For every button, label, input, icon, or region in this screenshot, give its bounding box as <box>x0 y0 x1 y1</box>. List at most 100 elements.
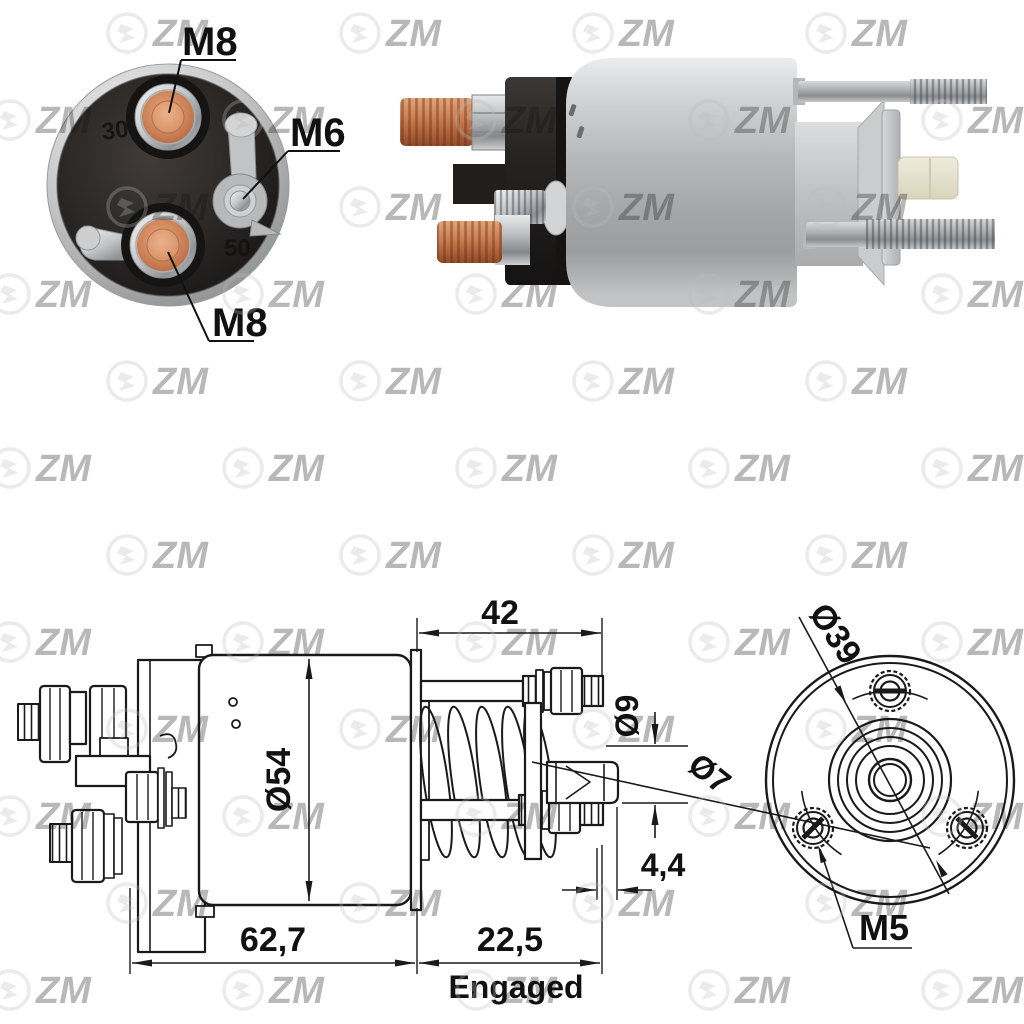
drawing-spring-retainer <box>523 701 543 861</box>
mounting-stud-bottom <box>803 219 995 249</box>
drawing-body <box>195 644 413 918</box>
m8-top-label: M8 <box>182 20 238 64</box>
zm-watermark: ZM <box>222 969 325 1012</box>
zm-watermark: ZM <box>688 969 791 1012</box>
zm-watermark: ZM <box>339 186 442 229</box>
zm-watermark: ZM <box>222 447 325 490</box>
zm-watermark: ZM <box>805 12 908 55</box>
side-drawing-dimensions <box>129 618 688 974</box>
terminal-50-marking: 50 <box>224 235 251 262</box>
svg-text:ZM: ZM <box>967 100 1024 142</box>
svg-text:ZM: ZM <box>851 187 908 229</box>
zm-watermark: ZM <box>921 621 1024 664</box>
svg-text:ZM: ZM <box>618 535 675 577</box>
zm-watermark: ZM <box>106 186 209 229</box>
dim-pin-offset: 4,4 <box>641 847 686 883</box>
svg-text:ZM: ZM <box>152 883 209 925</box>
zm-watermark: ZM <box>106 534 209 577</box>
svg-text:ZM: ZM <box>35 970 92 1012</box>
dim-stud-length: 42 <box>481 594 519 632</box>
svg-text:ZM: ZM <box>152 535 209 577</box>
plunger-tip <box>897 156 959 200</box>
zm-watermark: ZM <box>572 534 675 577</box>
svg-text:ZM: ZM <box>385 361 442 403</box>
zm-watermark: ZM <box>106 360 209 403</box>
svg-text:ZM: ZM <box>851 709 908 751</box>
zm-watermark: ZM <box>688 795 791 838</box>
m5-hole-left <box>791 806 835 850</box>
svg-text:ZM: ZM <box>385 709 442 751</box>
zm-watermark: ZM <box>455 795 558 838</box>
svg-text:ZM: ZM <box>851 361 908 403</box>
drawing-flange <box>409 648 423 912</box>
svg-text:ZM: ZM <box>967 448 1024 490</box>
zm-watermark: ZM <box>339 534 442 577</box>
zm-watermark: ZM <box>0 621 92 664</box>
zm-watermark: ZM <box>455 969 558 1012</box>
pin-diameter-leader <box>531 761 931 849</box>
zm-watermark: ZM <box>339 708 442 751</box>
solenoid-body <box>566 58 797 307</box>
svg-text:ZM: ZM <box>851 883 908 925</box>
dim-plunger-od: Ø9 <box>609 695 645 738</box>
m5-hole-right <box>945 806 989 850</box>
zm-watermark: ZM <box>0 969 92 1012</box>
zm-watermark: ZM <box>688 621 791 664</box>
flange-outer-circle <box>764 654 1016 906</box>
svg-text:ZM: ZM <box>268 796 325 838</box>
svg-text:ZM: ZM <box>967 970 1024 1012</box>
svg-text:ZM: ZM <box>385 883 442 925</box>
svg-text:ZM: ZM <box>385 13 442 55</box>
flange-inner-circle <box>772 662 1008 898</box>
zm-watermark: ZM <box>0 795 92 838</box>
body-stamp-mark <box>568 104 577 117</box>
zm-watermark: ZM <box>0 273 92 316</box>
zm-watermark: ZM <box>0 99 92 142</box>
zm-watermark: ZM <box>106 708 209 751</box>
svg-text:ZM: ZM <box>35 622 92 664</box>
bolt-circle-dimension <box>798 616 950 895</box>
m6-washer <box>541 180 571 236</box>
svg-text:ZM: ZM <box>618 709 675 751</box>
svg-text:ZM: ZM <box>268 274 325 316</box>
zm-watermark: ZM <box>572 708 675 751</box>
zm-watermark: ZM <box>805 360 908 403</box>
zm-watermark: ZM <box>222 795 325 838</box>
svg-text:ZM: ZM <box>152 13 209 55</box>
side-view-drawing: 42 Ø54 Ø9 Ø7 4,4 62,7 22,5 Engaged <box>17 594 931 1005</box>
svg-text:ZM: ZM <box>35 796 92 838</box>
motor-strap-tab <box>75 225 101 251</box>
svg-text:ZM: ZM <box>35 448 92 490</box>
dim-travel: 22,5 <box>477 921 543 959</box>
zm-watermark: ZM <box>572 360 675 403</box>
side-view-photo <box>400 58 995 307</box>
m5-leader <box>818 845 912 949</box>
copper-stud-battery-threads <box>400 98 474 146</box>
svg-text:ZM: ZM <box>618 883 675 925</box>
m8-bottom-label: M8 <box>212 301 268 345</box>
dim-pin-od: Ø7 <box>682 746 738 801</box>
boss-circles <box>827 717 953 843</box>
hex-nut <box>471 94 509 151</box>
cap-face-edge <box>56 73 280 297</box>
zm-watermark: ZM <box>921 447 1024 490</box>
zm-watermark: ZM <box>572 186 675 229</box>
m5-hole-top <box>868 669 912 713</box>
zm-watermark: ZM <box>0 447 92 490</box>
svg-text:ZM: ZM <box>501 970 558 1012</box>
zm-watermark: ZM <box>921 795 1024 838</box>
zm-watermark: ZM <box>805 708 908 751</box>
zm-watermark: ZM <box>921 969 1024 1012</box>
svg-text:ZM: ZM <box>734 274 791 316</box>
svg-text:ZM: ZM <box>618 361 675 403</box>
svg-text:ZM: ZM <box>35 274 92 316</box>
zm-watermark: ZM <box>455 99 558 142</box>
m6-label: M6 <box>290 111 346 155</box>
battery-terminal-top <box>126 75 210 159</box>
terminal-30-marking: 30 <box>100 115 130 145</box>
svg-text:ZM: ZM <box>734 622 791 664</box>
zm-watermark: ZM <box>805 186 908 229</box>
dim-mount-thread: M5 <box>859 907 909 948</box>
drawing-stud-top <box>419 666 605 716</box>
